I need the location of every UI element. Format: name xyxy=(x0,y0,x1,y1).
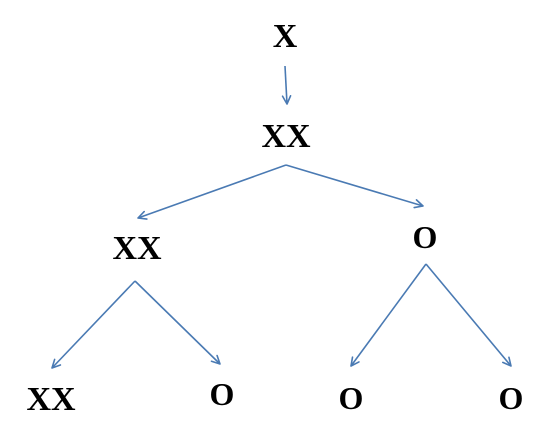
arrow-level2-left-to-leaf-2 xyxy=(134,280,221,365)
node-leaf-4-label: O xyxy=(498,380,524,416)
node-level1-label: XX xyxy=(261,118,311,155)
arrow-level2-right-to-leaf-3 xyxy=(350,263,427,367)
arrow-level2-right-to-leaf-4 xyxy=(425,263,512,367)
node-leaf-2-label: O xyxy=(209,376,235,412)
arrow-level1-to-level2-left xyxy=(137,164,287,220)
arrow-root-to-level1 xyxy=(281,65,292,105)
node-level2-right-label: O xyxy=(412,219,438,255)
arrow-level1-to-level2-right xyxy=(285,164,424,209)
node-leaf-3-label: O xyxy=(338,380,364,416)
node-leaf-1-label: XX xyxy=(26,381,76,418)
node-root-label: X xyxy=(272,18,298,55)
node-level2-left-label: XX xyxy=(112,230,162,267)
arrow-level2-left-to-leaf-1 xyxy=(51,280,136,369)
